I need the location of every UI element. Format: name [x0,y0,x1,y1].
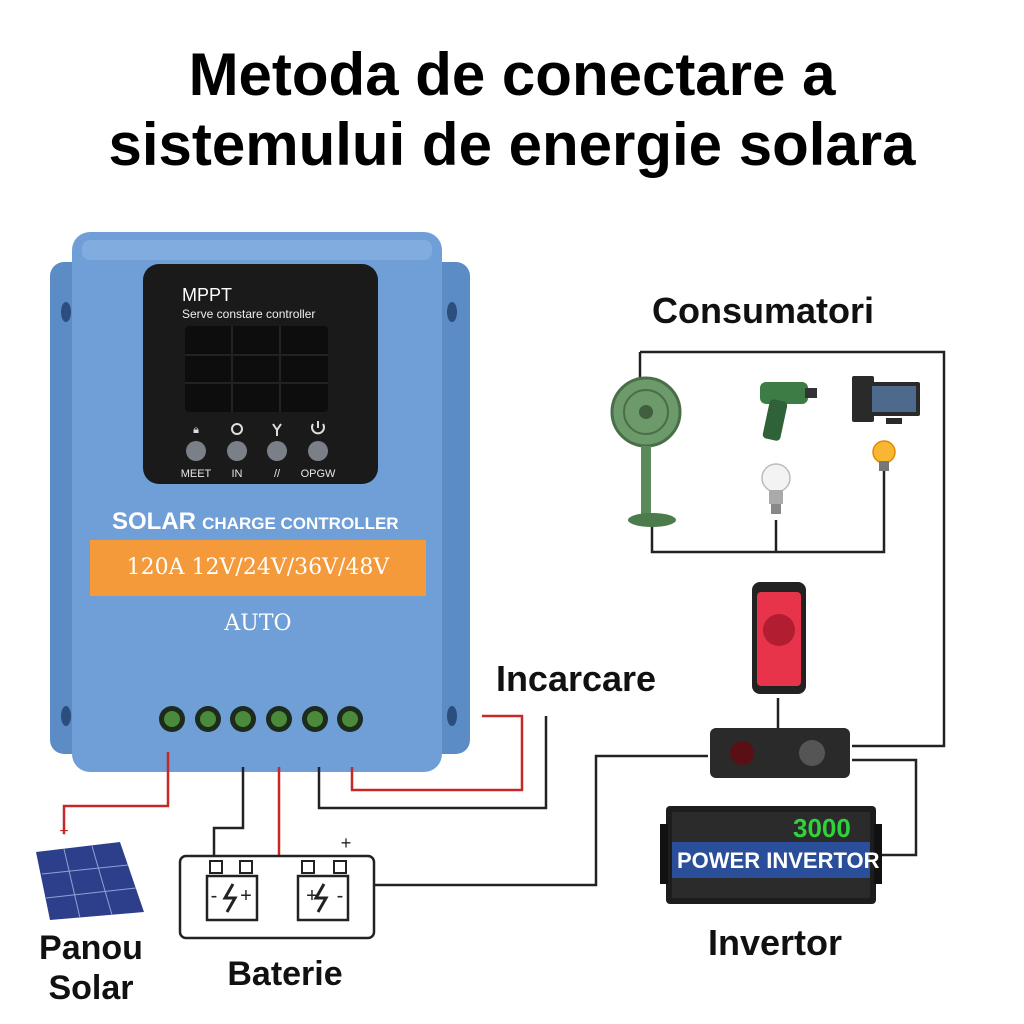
smartphone-icon [752,582,806,694]
controller-title-solar: SOLAR [112,508,196,535]
consumer-bus-wire [650,470,886,554]
consumers-label: Consumatori [651,290,874,331]
battery-negative-wire [212,767,245,856]
lock-icon: 🔒︎ [193,424,199,436]
solar-positive-wire [62,752,170,834]
battery-terminal-plus: + [341,833,352,853]
controller-title: SOLAR CHARGE CONTROLLER [112,508,442,536]
lightning-icon [313,883,329,913]
button-label-opgw: OPGW [300,468,336,480]
circle-icon [231,423,243,435]
battery-bank: - + + - + [178,833,376,940]
solar-panel-label-line1: Panou [39,929,143,967]
charge-positive-wire [350,714,524,792]
battery-minus-sign: - [211,885,218,907]
battery-inverter-wire [375,754,708,887]
title-line-2: sistemului de energie solara [108,111,916,178]
button-label-mid: // [273,468,281,480]
terminal-block [159,706,363,732]
button-label-meet: MEET [180,468,212,480]
light-bulb-icon [761,463,791,514]
in-button [227,441,247,461]
solar-plus-sign: + [59,823,68,840]
light-bulb-icon-lit [872,440,896,471]
meet-button [186,441,206,461]
solar-panel-label-line2: Solar [48,969,134,1007]
inverter-brand: POWER INVERTOR [677,848,880,873]
solar-panel-label: Panou Solar [18,928,164,1008]
opgw-button [308,441,328,461]
screen-subtitle: Serve constare controller [182,307,316,321]
consumer-feed-wire [640,350,946,748]
button-label-in: IN [231,468,243,480]
drill-icon [760,382,817,441]
battery-label: Baterie [227,955,343,993]
battery-minus-sign: - [337,885,344,907]
charging-label: Incarcare [495,658,657,699]
fan-icon [610,376,682,527]
controller-title-rest: CHARGE CONTROLLER [202,514,399,533]
inverter-wattage: 3000 [793,813,851,843]
power-inverter [660,806,882,904]
controller-spec-band: 120A 12V/24V/36V/48V AUTO [90,540,426,636]
socket-inverter-wire [852,758,918,857]
car-charger-socket [710,728,850,778]
battery-plus-sign: + [240,885,252,907]
wiring [62,350,946,887]
charge-controller: 🔒︎ [50,232,470,772]
mid-button [267,441,287,461]
solar-panel-icon: + [36,823,144,920]
screen-brand: MPPT [182,285,233,305]
title-line-1: Metoda de conectare a [188,41,836,108]
monitor-icon [852,376,920,424]
inverter-label: Invertor [707,922,843,963]
lightning-icon [222,883,238,913]
antenna-icon [272,423,282,436]
battery-plus-sign: + [306,885,318,907]
power-icon [311,421,325,435]
charge-negative-wire [317,716,548,810]
diagram-title: Metoda de conectare a sistemului de ener… [0,40,1024,180]
